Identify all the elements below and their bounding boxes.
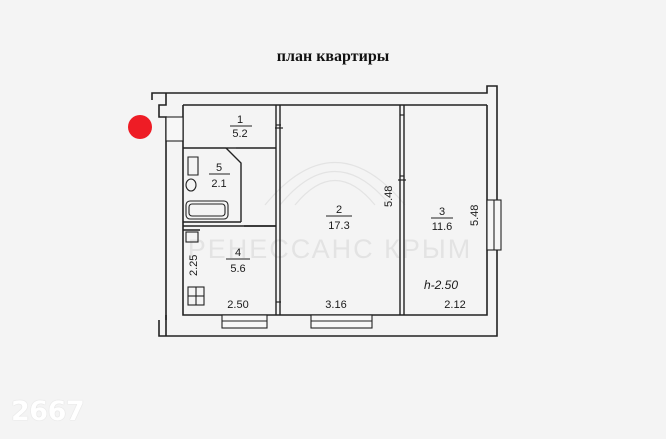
interior-walls (183, 105, 405, 315)
room-1-label: 1 5.2 (230, 114, 252, 140)
svg-text:11.6: 11.6 (432, 221, 453, 233)
room-2-label: 2 17.3 (326, 204, 352, 232)
svg-text:5: 5 (216, 162, 222, 174)
page-title: план квартиры (276, 48, 390, 65)
dimension-bottom-left: 2.50 (227, 299, 248, 311)
svg-text:4: 4 (235, 247, 241, 259)
svg-text:5.2: 5.2 (232, 128, 247, 140)
dimension-room4-height: 2.25 (188, 255, 200, 276)
room-3-label: 3 11.6 (431, 206, 453, 233)
room-4-label: 4 5.6 (226, 247, 250, 275)
watermark-logo (264, 161, 406, 206)
bathroom-fixtures (185, 156, 229, 306)
dimension-room2-height: 5.48 (383, 186, 395, 207)
ceiling-height: h-2.50 (424, 278, 458, 292)
svg-text:2: 2 (336, 204, 342, 216)
dimension-bottom-middle: 3.16 (325, 299, 346, 311)
svg-text:17.3: 17.3 (328, 220, 349, 232)
location-marker (128, 115, 152, 139)
svg-text:3: 3 (439, 206, 445, 218)
dimension-bottom-right: 2.12 (444, 299, 465, 311)
watermark-code: 2667 (11, 396, 85, 427)
room-5-label: 5 2.1 (209, 162, 230, 190)
door-marks (275, 114, 406, 303)
windows (165, 116, 502, 329)
svg-text:2.1: 2.1 (211, 178, 226, 190)
watermark-brand: РЕНЕССАНС КРЫМ (188, 234, 473, 264)
dimension-room3-height: 5.48 (469, 205, 481, 226)
svg-text:1: 1 (237, 114, 243, 126)
svg-text:5.6: 5.6 (230, 263, 245, 275)
